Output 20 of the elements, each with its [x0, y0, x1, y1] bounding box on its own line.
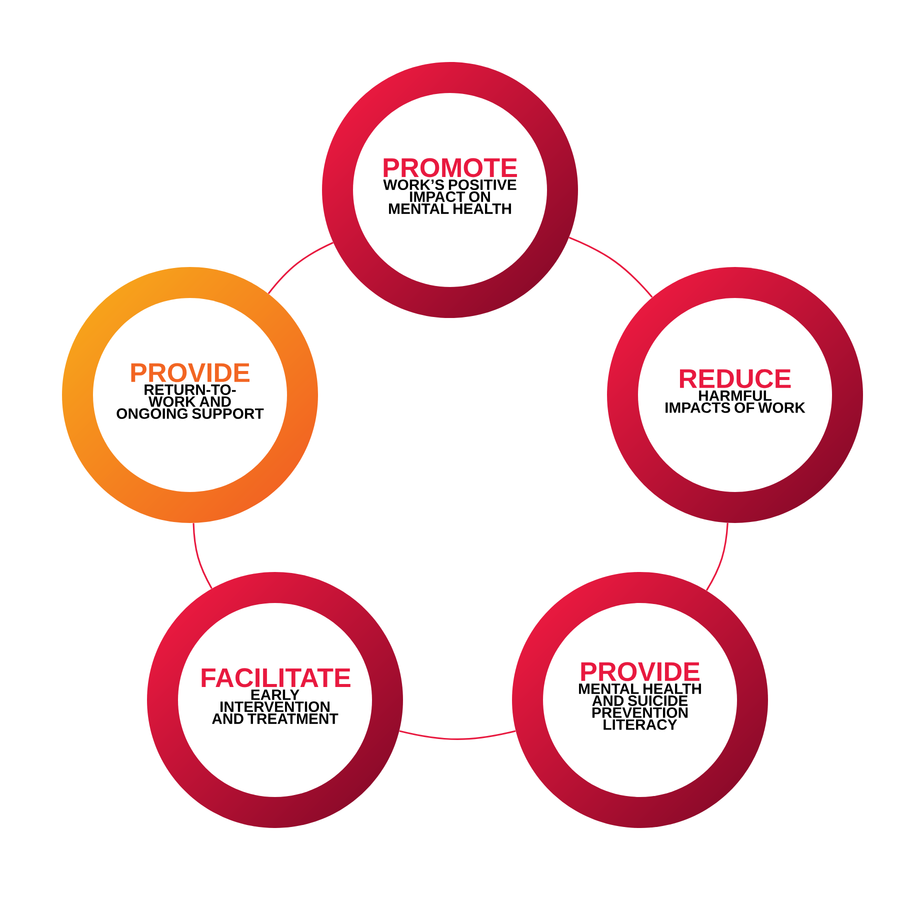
connector-arc [706, 522, 728, 591]
node-label: WORK’S POSITIVE IMPACT ON MENTAL HEALTH [383, 179, 516, 214]
node-label: FACILITATE [202, 668, 350, 688]
circle-node: FACILITATE EARLY INTERVENTION AND TREATMENT [178, 603, 372, 797]
node-label: EARLY INTERVENTION AND TREATMENT [212, 690, 338, 724]
node-label: PROVIDE [581, 662, 700, 682]
node-label: PROVIDE [131, 363, 250, 382]
circle-node: PROVIDE RETURN-TO-WORK AND ONGOING SUPPORT [93, 298, 287, 492]
connector-arc [192, 523, 212, 589]
node-label: REDUCE [680, 369, 791, 388]
node-label: RETURN-TO-WORK AND ONGOING SUPPORT [116, 384, 264, 419]
connector-arc [399, 730, 516, 740]
connector-arc [568, 236, 653, 298]
node-label: MENTAL HEALTH AND SUICIDE PREVENTION LITERACY [579, 684, 701, 730]
circle-node: PROMOTE WORK’S POSITIVE IMPACT ON MENTAL HEALTH [353, 93, 547, 287]
circle-node: REDUCE HARMFUL IMPACTS OF WORK [638, 298, 832, 492]
connector-arc [268, 242, 334, 294]
node-label: HARMFUL IMPACTS OF WORK [666, 390, 806, 413]
node-label: PROMOTE [384, 158, 517, 178]
circle-node: PROVIDE MENTAL HEALTH AND SUICIDE PREVENTION LITERACY [543, 603, 737, 797]
